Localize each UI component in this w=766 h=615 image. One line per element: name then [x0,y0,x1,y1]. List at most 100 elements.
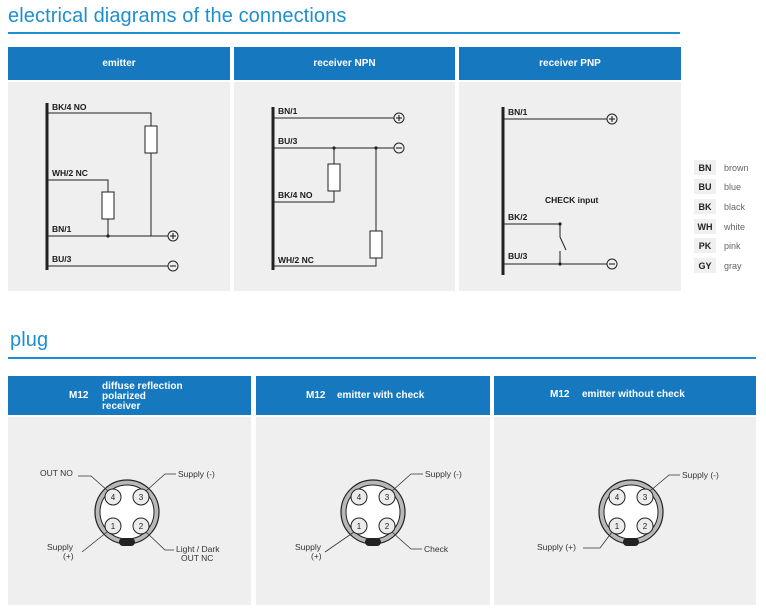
npn-wire-bk4 [273,191,335,203]
receiver-pnp-panel [459,82,681,291]
legend-row-wh: WH white [694,218,764,235]
npn-label-bk4: BK/4 NO [278,190,313,200]
plug-1-title-3: receiver [102,401,141,412]
plug-heading: plug [10,329,49,351]
plug-3-pin-2-label: 2 [643,522,648,531]
plug-1-header: M12 diffuse reflection polarized receive… [8,376,251,415]
npn-wire-wh2 [273,258,377,267]
emitter-header: emitter [8,47,230,80]
pnp-label-bk2: BK/2 [508,212,528,222]
plug-2-header: M12 emitter with check [256,376,490,415]
legend-name-bk: black [724,201,746,212]
legend-row-bn: BN brown [694,159,764,176]
plug-rule [8,357,756,359]
plug-3-pin-1-label: 1 [615,522,620,531]
plug-3-pin-4-label: 4 [615,493,620,502]
plug-3-title: emitter without check [582,389,685,400]
plug-3-label-supply-plus: Supply (+) [537,542,576,552]
plug-2-pin-3-label: 3 [385,493,390,502]
emitter-wire-plus [150,153,168,237]
receiver-npn-panel [234,82,455,291]
legend-code-bn: BN [694,160,716,175]
plug-2-label-check: Check [424,544,449,554]
plug-2-connector-drawing [340,479,406,546]
plug-1-pin-4-label: 4 [111,493,116,502]
emitter-resistor-2 [101,191,115,220]
plug-1-pin-2-label: 2 [139,522,144,531]
plug-2-pin-1-label: 1 [357,522,362,531]
plug-2-pin-4 [350,488,368,506]
plug-1-label-supply-minus: Supply (-) [178,469,215,479]
plug-1-title-2: polarized [102,391,146,402]
emitter-panel [8,82,230,291]
emitter-wire-bk4 [47,112,152,126]
legend-code-pk: PK [694,238,716,253]
npn-label-bn1: BN/1 [278,106,298,116]
plug-3-pin-3-label: 3 [643,493,648,502]
plug-3-header: M12 emitter without check [494,376,756,415]
plug-2-pin-2-label: 2 [385,522,390,531]
plug-1-pin-3 [132,488,150,506]
plug-1-pin-1-label: 1 [111,522,116,531]
plug-2-pin-2 [378,517,396,535]
plug-3-pin-4 [608,488,626,506]
emitter-minus-terminal [167,260,179,272]
pnp-switch-blade [559,236,567,251]
plug-2-connector: M12 [306,390,326,401]
plug-1-pin-1 [104,517,122,535]
connections-heading: electrical diagrams of the connections [8,5,347,27]
legend-name-gy: gray [724,260,742,271]
legend-code-gy: GY [694,258,716,273]
legend-code-bu: BU [694,179,716,194]
plug-1-label-supply: Supply [47,542,73,552]
plug-1-label-out-nc: OUT NC [181,553,214,563]
npn-plus-terminal [393,112,405,124]
plug-2-pin-1 [350,517,368,535]
pnp-label-bu3: BU/3 [508,251,528,261]
legend-row-bu: BU blue [694,178,764,195]
legend-code-wh: WH [694,219,716,234]
emitter-plus-terminal [167,230,179,242]
legend-code-bk: BK [694,199,716,214]
plug-1-label-plus: (+) [63,551,74,561]
plug-3-pin-1 [608,517,626,535]
plug-2-pin-4-label: 4 [357,493,362,502]
plug-1-label-out-no: OUT NO [40,468,73,478]
legend-name-bn: brown [724,162,749,173]
connections-rule [8,32,680,34]
legend-row-gy: GY gray [694,257,764,274]
npn-resistor-1 [327,163,341,192]
plug-1-connector-drawing [94,479,160,546]
legend-name-bu: blue [724,181,742,192]
legend-name-wh: white [724,221,746,232]
legend-name-pk: pink [724,240,741,251]
plug-3-connector: M12 [550,389,570,400]
plug-2-label-plus: (+) [311,551,322,561]
plug-2-pin-3 [378,488,396,506]
legend-row-bk: BK black [694,198,764,215]
plug-1-pin-3-label: 3 [139,493,144,502]
plug-3-pin-2 [636,517,654,535]
npn-label-wh2: WH/2 NC [278,255,314,265]
plug-1-title-1: diffuse reflection [102,381,183,392]
npn-resistor-2 [369,230,383,259]
emitter-label-wh2: WH/2 NC [52,168,88,178]
plug-1-pin-2 [132,517,150,535]
plug-1-pin-4 [104,488,122,506]
receiver-pnp-header: receiver PNP [459,47,681,80]
legend-row-pk: PK pink [694,237,764,254]
emitter-label-bk4: BK/4 NO [52,102,87,112]
receiver-npn-header: receiver NPN [234,47,455,80]
emitter-label-bu3: BU/3 [52,254,72,264]
plug-3-label-supply-minus: Supply (-) [682,470,719,480]
npn-label-bu3: BU/3 [278,136,298,146]
pnp-label-check: CHECK input [545,195,599,205]
emitter-wire-wh2 [47,179,109,192]
plug-2-label-supply-minus: Supply (-) [425,469,462,479]
plug-2-label-supply: Supply [295,542,321,552]
pnp-label-bn1: BN/1 [508,107,528,117]
plug-1-connector: M12 [69,390,89,401]
emitter-label-bn1: BN/1 [52,224,72,234]
pnp-plus-terminal [606,113,618,125]
